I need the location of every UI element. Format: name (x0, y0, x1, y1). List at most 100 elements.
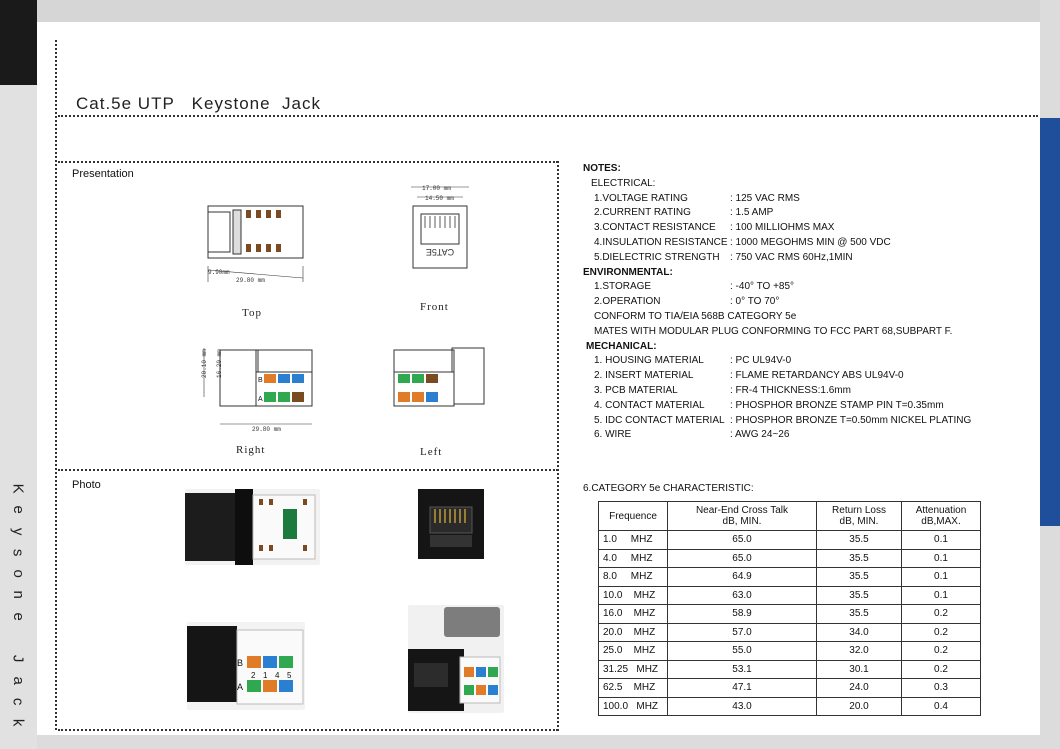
notes-heading: NOTES: (583, 163, 621, 174)
conform-line-1: CONFORM TO TIA/EIA 568B CATEGORY 5e (594, 310, 797, 322)
caption-left: Left (420, 446, 443, 458)
dotted-left-line (55, 40, 57, 730)
page-title: Cat.5e UTP Keystone Jack (76, 94, 321, 113)
table-header-cell: Return Loss dB, MIN. (816, 501, 902, 531)
value-cell: 65.0 (667, 530, 817, 550)
side-title-letter: e (9, 505, 27, 515)
note-value: : 1000 MEGOHMS MIN @ 500 VDC (730, 236, 891, 248)
caption-right: Right (236, 444, 266, 456)
note-row: 3.CONTACT RESISTANCE: 100 MILLIOHMS MAX (594, 221, 971, 236)
value-cell: 35.5 (816, 530, 902, 550)
table-header-cell: Near-End Cross Talk dB, MIN. (667, 501, 817, 531)
pin-2: 2 (251, 671, 256, 680)
frequency-cell: 4.0 MHZ (598, 548, 668, 568)
table-header-cell: Frequence (598, 501, 668, 531)
note-value: : PHOSPHOR BRONZE STAMP PIN T=0.35mm (730, 399, 944, 411)
bottom-strip (37, 735, 1060, 749)
value-cell: 0.4 (901, 696, 981, 716)
accent-bar (1040, 118, 1060, 526)
value-cell: 0.2 (901, 659, 981, 679)
note-row: 1.VOLTAGE RATING: 125 VAC RMS (594, 192, 971, 207)
note-row: 5.DIELECTRIC STRENGTH : 750 VAC RMS 60Hz,… (594, 251, 971, 266)
note-row: 3. PCB MATERIAL: FR-4 THICKNESS:1.6mm (594, 384, 971, 399)
photo-assembly (408, 605, 504, 713)
note-key: 5. IDC CONTACT MATERIAL (594, 414, 725, 426)
note-key: 4. CONTACT MATERIAL (594, 399, 705, 411)
value-cell: 24.0 (816, 678, 902, 698)
frequency-cell: 8.0 MHZ (598, 567, 668, 587)
table-header-cell: Attenuation dB,MAX. (901, 501, 981, 531)
value-cell: 35.5 (816, 585, 902, 605)
label-b-right: B (258, 377, 263, 384)
value-cell: 0.2 (901, 622, 981, 642)
note-value: : -40° TO +85° (730, 281, 795, 293)
value-cell: 35.5 (816, 567, 902, 587)
value-cell: 58.9 (667, 604, 817, 624)
note-key: 6. WIRE (594, 429, 632, 441)
frequency-cell: 31.25 MHZ (598, 659, 668, 679)
pin-5: 5 (287, 671, 292, 680)
top-view-drawing: 9.90mm 29.80 mm (207, 205, 304, 284)
photo-label-a: A (237, 682, 243, 692)
presentation-label: Presentation (72, 168, 134, 180)
value-cell: 34.0 (816, 622, 902, 642)
value-cell: 63.0 (667, 585, 817, 605)
note-row: 2.CURRENT RATING: 1.5 AMP (594, 206, 971, 221)
pin-4: 4 (275, 671, 280, 680)
value-cell: 0.1 (901, 585, 981, 605)
frequency-cell: 16.0 MHZ (598, 604, 668, 624)
note-key: 5.DIELECTRIC STRENGTH (594, 251, 720, 263)
dim-29-8-top: 29.80 mm (236, 277, 265, 284)
note-value: : 750 VAC RMS 60Hz,1MIN (730, 251, 853, 263)
value-cell: 43.0 (667, 696, 817, 716)
corner-black-block (0, 0, 37, 85)
dim-29-8-right: 29.80 mm (252, 426, 281, 433)
side-title-letter: a (9, 676, 27, 685)
side-title-letter: K (9, 483, 27, 494)
note-row: 1. HOUSING MATERIAL: PC UL94V-0 (594, 354, 971, 369)
photo-front-view (416, 489, 486, 559)
note-row: 4. CONTACT MATERIAL : PHOSPHOR BRONZE STA… (594, 399, 971, 414)
note-value: : 0° TO 70° (730, 296, 780, 308)
note-value: : FLAME RETARDANCY ABS UL94V-0 (730, 370, 904, 382)
dim-20-1: 20.10 mm (201, 349, 208, 378)
value-cell: 0.1 (901, 530, 981, 550)
photo-label: Photo (72, 479, 101, 491)
value-cell: 35.5 (816, 548, 902, 568)
value-cell: 0.2 (901, 604, 981, 624)
label-a-right: A (258, 396, 263, 403)
dotted-title-rule (58, 115, 1038, 117)
note-value: : 125 VAC RMS (730, 192, 800, 204)
note-key: 2.OPERATION (594, 296, 661, 308)
mechanical-label: MECHANICAL: (586, 340, 657, 352)
environmental-label: ENVIRONMENTAL: (583, 266, 673, 278)
side-title-letter: k (9, 719, 27, 727)
caption-front: Front (420, 301, 449, 313)
front-view-drawing: 17.00 mm 14.50 mm CAT5E (411, 185, 469, 269)
value-cell: 47.1 (667, 678, 817, 698)
note-key: 2. INSERT MATERIAL (594, 370, 694, 382)
left-strip (0, 85, 37, 749)
value-cell: 32.0 (816, 641, 902, 661)
right-view-drawing: 20.10 mm 16.20 mm B A 29.80 mm (201, 348, 313, 433)
notes-block: NOTES: ELECTRICAL: 1.VOLTAGE RATING: 125… (583, 162, 971, 443)
value-cell: 0.2 (901, 641, 981, 661)
pin-1: 1 (263, 671, 268, 680)
side-title-letter: e (9, 612, 27, 621)
note-row: 1.STORAGE: -40° TO +85° (594, 280, 971, 295)
dotted-presentation-top (58, 161, 558, 163)
note-value: : PC UL94V-0 (730, 355, 792, 367)
